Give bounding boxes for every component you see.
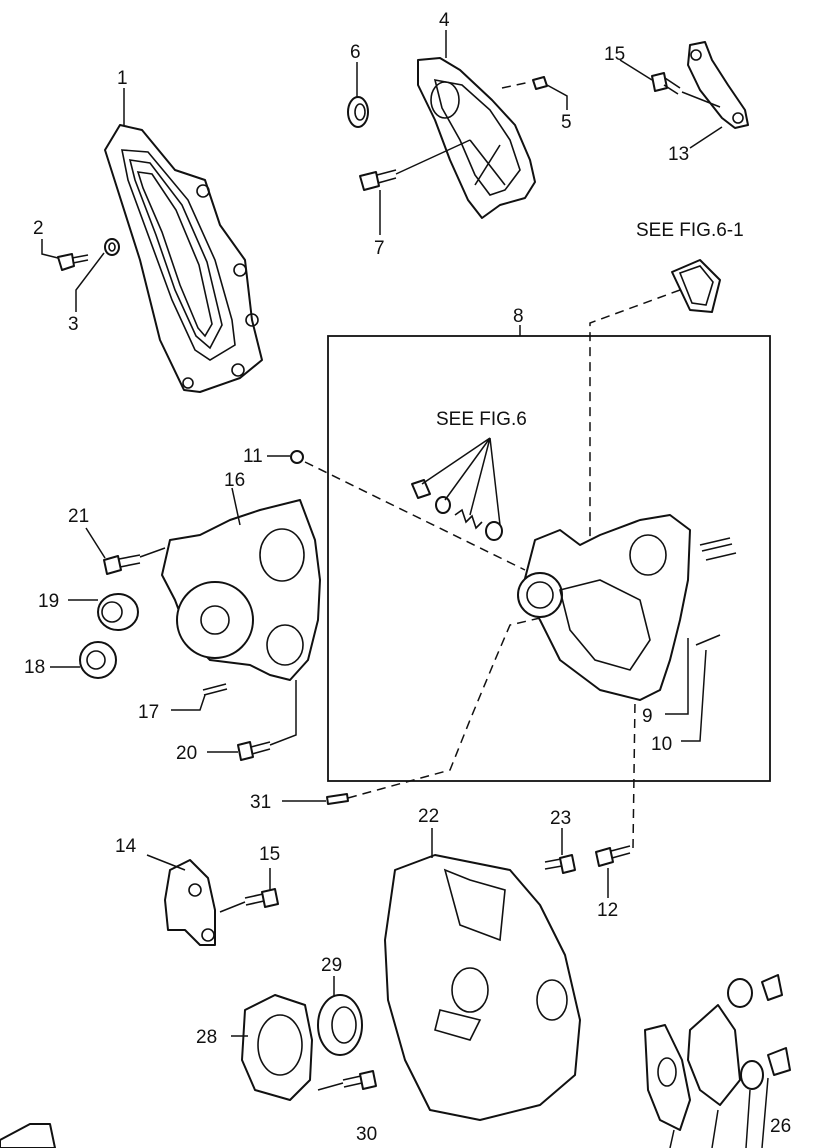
part-17-pin [202, 683, 228, 696]
callout-31: 31 [250, 792, 271, 813]
callout-19: 19 [38, 591, 59, 612]
part-4-upper-cover [417, 57, 536, 219]
callout-4: 4 [439, 10, 450, 31]
callout-12: 12 [597, 900, 618, 921]
part-29-seal [317, 994, 363, 1056]
callout-22: 22 [418, 806, 439, 827]
callout-2: 2 [33, 218, 44, 239]
part-15-bolt-upper [651, 72, 681, 95]
callout-15-lower: 15 [259, 844, 280, 865]
part-2-bolt [57, 253, 89, 271]
callout-26: 26 [770, 1116, 791, 1137]
part-8-assembly-box [327, 335, 771, 782]
part-30-bolt [342, 1070, 377, 1090]
callout-8: 8 [513, 306, 524, 327]
ref-see-fig-6: SEE FIG.6 [436, 409, 527, 430]
part-corner-fragment [0, 1123, 56, 1148]
callout-6: 6 [350, 42, 361, 63]
part-23-bolt [544, 854, 576, 874]
callout-28: 28 [196, 1027, 217, 1048]
part-14-bracket [164, 859, 216, 946]
part-12-bolt [595, 845, 631, 867]
part-19-seal [97, 593, 139, 631]
callout-18: 18 [24, 657, 45, 678]
callout-10: 10 [651, 734, 672, 755]
callout-21: 21 [68, 506, 89, 527]
part-16-front-case [161, 499, 321, 681]
callout-13: 13 [668, 144, 689, 165]
part-13-bracket [687, 41, 749, 129]
part-21-bolt [103, 554, 141, 575]
callout-9: 9 [642, 706, 653, 727]
part-11-plug [290, 450, 304, 464]
callout-7: 7 [374, 238, 385, 259]
part-18-seal [79, 641, 117, 679]
part-1-belt-cover [104, 124, 263, 393]
callout-23: 23 [550, 808, 571, 829]
part-28-seal-case [241, 994, 313, 1101]
ref-see-fig-6-1: SEE FIG.6-1 [636, 220, 744, 241]
part-8-case [517, 514, 691, 701]
part-3-collar [104, 238, 120, 256]
callout-16: 16 [224, 470, 245, 491]
callout-11: 11 [243, 446, 263, 467]
callout-3: 3 [68, 314, 79, 335]
part-22-rear-plate [384, 854, 581, 1121]
part-5-collar [532, 76, 548, 90]
callout-15-upper: 15 [604, 44, 625, 65]
callout-20: 20 [176, 743, 197, 764]
part-31-pin [326, 793, 349, 805]
callout-17: 17 [138, 702, 159, 723]
leader-lines [41, 30, 723, 1037]
part-6-seal [347, 96, 369, 128]
part-20-bolt [237, 741, 271, 761]
callout-5: 5 [561, 112, 572, 133]
callout-30: 30 [356, 1124, 377, 1145]
part-7-bolt [359, 169, 397, 191]
gasket-ring [671, 259, 721, 313]
callout-14: 14 [115, 836, 137, 857]
relief-valve-parts [411, 479, 503, 541]
part-26-group [644, 974, 791, 1131]
callout-29: 29 [321, 955, 342, 976]
part-15-bolt-lower [244, 888, 279, 908]
part-9-10-studs [695, 537, 737, 646]
callout-1: 1 [117, 68, 128, 89]
